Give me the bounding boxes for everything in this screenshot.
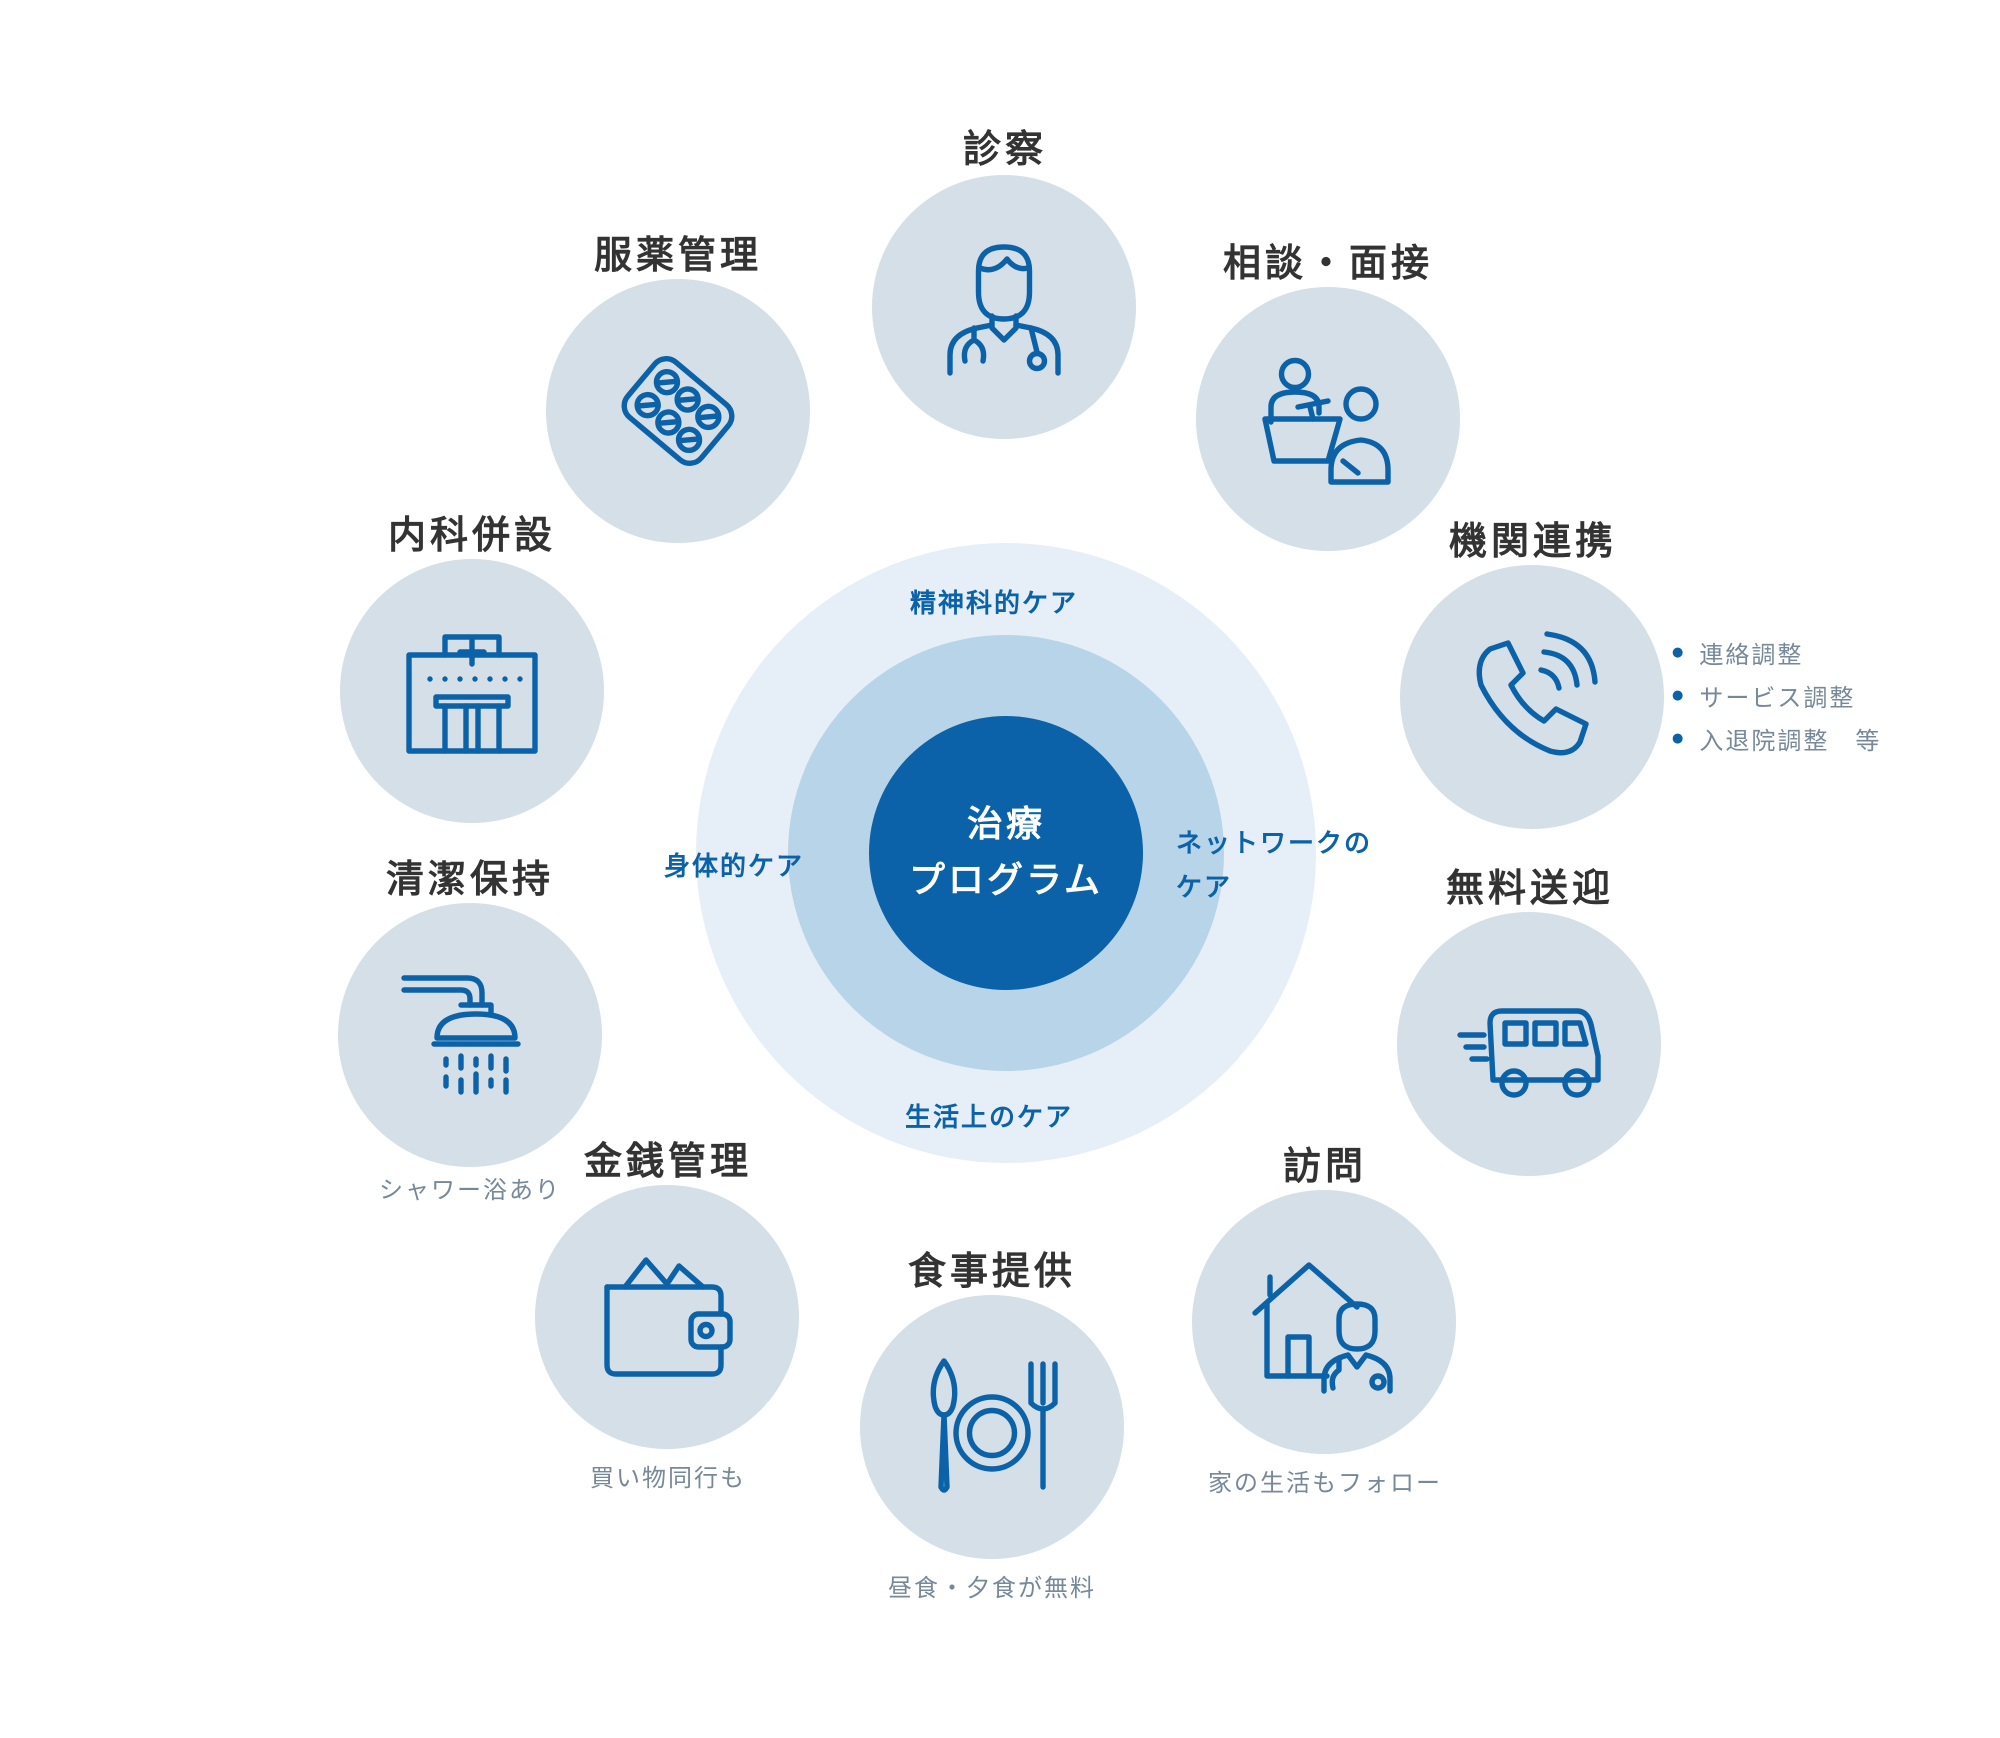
care-label-network-line1: ネットワークの (1176, 829, 1373, 859)
node-fukuyaku (546, 279, 810, 543)
care-label-network-line2: ケア (1176, 873, 1233, 903)
node-title-fukuyaku: 服薬管理 (593, 233, 762, 277)
node-sub-kinsen: 買い物同行も (590, 1464, 746, 1492)
node-kikan (1400, 565, 1664, 829)
node-title-shokuji: 食事提供 (907, 1249, 1076, 1293)
home-visit-icon (1252, 1262, 1393, 1394)
node-seiketsu (338, 903, 602, 1167)
node-shokuji (860, 1295, 1124, 1559)
doctor-icon (947, 244, 1061, 376)
meal-icon (930, 1358, 1058, 1493)
hospital-icon (406, 634, 538, 754)
shower-icon (401, 975, 521, 1095)
node-houmon (1192, 1190, 1456, 1454)
care-label-psychiatric: 精神科的ケア (910, 589, 1079, 619)
node-soudan (1196, 287, 1460, 551)
care-label-physical: 身体的ケア (664, 852, 805, 882)
node-title-soudan: 相談・面接 (1222, 241, 1433, 285)
phone-icon (1476, 631, 1598, 756)
node-souge (1397, 912, 1661, 1176)
node-title-shinsatsu: 診察 (962, 127, 1047, 171)
node-sub-shokuji: 昼食・夕食が無料 (888, 1574, 1096, 1602)
node-title-naika: 内科併設 (387, 513, 556, 557)
coordination-item: 入退院調整 等 (1672, 720, 1881, 763)
care-label-network: ネットワークの ケア (1176, 822, 1372, 910)
coordination-item: 連絡調整 (1672, 634, 1881, 677)
consultation-icon (1262, 357, 1391, 485)
pill-pack-icon (621, 356, 735, 466)
core-title-line2: プログラム (909, 860, 1103, 901)
wallet-icon (604, 1257, 733, 1377)
node-sub-seiketsu: シャワー浴あり (379, 1176, 561, 1204)
treatment-program-core: 治療 プログラム (869, 716, 1143, 990)
node-title-seiketsu: 清潔保持 (385, 857, 554, 901)
node-title-souge: 無料送迎 (1445, 866, 1614, 910)
node-sub-houmon: 家の生活もフォロー (1208, 1469, 1442, 1497)
coordination-item: サービス調整 (1672, 677, 1881, 720)
node-naika (340, 559, 604, 823)
node-kinsen (535, 1185, 799, 1449)
van-icon (1457, 1008, 1601, 1098)
node-title-kinsen: 金銭管理 (583, 1139, 752, 1183)
node-title-kikan: 機関連携 (1448, 519, 1617, 563)
coordination-list: 連絡調整 サービス調整 入退院調整 等 (1672, 634, 1881, 763)
care-label-daily-life: 生活上のケア (905, 1103, 1074, 1133)
core-title-line1: 治療 (966, 804, 1045, 845)
node-shinsatsu (872, 175, 1136, 439)
node-title-houmon: 訪問 (1282, 1144, 1367, 1188)
